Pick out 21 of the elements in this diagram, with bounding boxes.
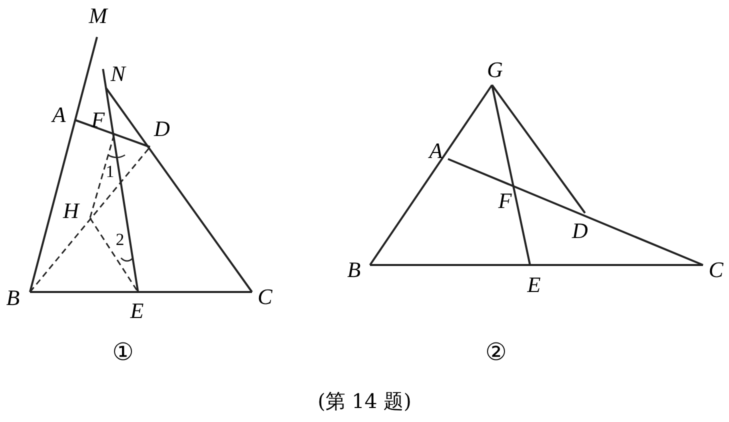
point-label: A	[429, 140, 443, 162]
point-label: H	[63, 200, 79, 222]
figure-number: ②	[485, 341, 507, 363]
figure-number: ①	[112, 341, 134, 363]
point-label: F	[91, 109, 105, 131]
point-label: G	[487, 59, 503, 81]
point-label: B	[347, 259, 361, 281]
angle-label: 1	[106, 161, 114, 183]
point-label: M	[88, 5, 108, 27]
point-label: E	[527, 274, 541, 296]
point-label: E	[130, 300, 144, 322]
point-label: C	[258, 286, 272, 308]
point-label: D	[154, 118, 170, 140]
point-label: F	[498, 190, 512, 212]
point-label: A	[52, 104, 66, 126]
point-label: N	[110, 63, 126, 85]
point-label: B	[6, 287, 20, 309]
point-label: D	[572, 220, 588, 242]
point-label: C	[708, 259, 724, 281]
caption: (第 14 题)	[316, 388, 412, 415]
angle-label: 2	[116, 229, 124, 251]
